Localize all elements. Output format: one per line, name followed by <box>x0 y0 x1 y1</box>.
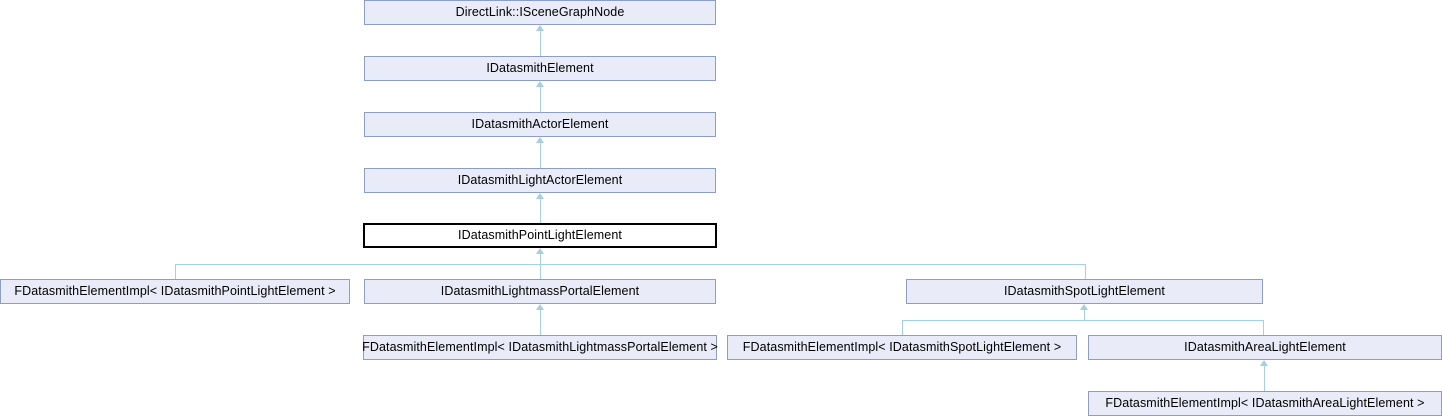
edge-lightactorelement-to-actorelement <box>540 143 541 168</box>
node-label: IDatasmithLightActorElement <box>457 173 623 188</box>
node-label: DirectLink::ISceneGraphNode <box>455 5 625 20</box>
arrowhead-actorelement <box>536 137 544 143</box>
node-label: IDatasmithSpotLightElement <box>1003 284 1166 299</box>
edge-bus-drop-impl-pointlight <box>175 264 176 279</box>
node-label: IDatasmithAreaLightElement <box>1184 340 1346 355</box>
arrowhead-pointlightelement <box>536 248 544 254</box>
node-label: IDatasmithActorElement <box>471 117 609 132</box>
node-idatasmithactorelement[interactable]: IDatasmithActorElement <box>364 112 716 137</box>
edge-pointlight-bus-horizontal <box>175 264 1086 265</box>
node-fdatasmithelementimpl-spotlight[interactable]: FDatasmithElementImpl< IDatasmithSpotLig… <box>727 335 1077 360</box>
node-fdatasmithelementimpl-lightmassportal[interactable]: FDatasmithElementImpl< IDatasmithLightma… <box>362 335 718 360</box>
edge-pointlightelement-to-lightactorelement <box>540 199 541 223</box>
edge-pointlight-bus-stem <box>540 254 541 279</box>
node-idatasmithelement[interactable]: IDatasmithElement <box>364 56 716 81</box>
arrowhead-lightactorelement <box>536 193 544 199</box>
arrowhead-lightmassportalelement <box>536 304 544 310</box>
edge-bus-drop-arealight <box>1263 320 1264 335</box>
node-label: FDatasmithElementImpl< IDatasmithLightma… <box>362 340 718 355</box>
node-fdatasmithelementimpl-pointlight[interactable]: FDatasmithElementImpl< IDatasmithPointLi… <box>0 279 350 304</box>
node-idatasmithspotlightelement[interactable]: IDatasmithSpotLightElement <box>906 279 1263 304</box>
arrowhead-datasmithelement <box>536 81 544 87</box>
arrowhead-spotlightelement <box>1080 304 1088 310</box>
edge-bus-drop-impl-spotlight <box>902 320 903 335</box>
edge-spotlight-bus-horizontal <box>902 320 1264 321</box>
edge-actorelement-to-datasmithelement <box>540 87 541 112</box>
node-label: IDatasmithPointLightElement <box>458 228 622 243</box>
node-label: IDatasmithLightmassPortalElement <box>440 284 640 299</box>
arrowhead-arealightelement <box>1260 360 1268 366</box>
node-idatasmithlightactorelement[interactable]: IDatasmithLightActorElement <box>364 168 716 193</box>
node-label: FDatasmithElementImpl< IDatasmithPointLi… <box>14 284 336 299</box>
edge-datasmithelement-to-scenegraphnode <box>540 31 541 56</box>
edge-bus-drop-spotlight <box>1085 264 1086 279</box>
node-label: IDatasmithElement <box>486 61 594 76</box>
edge-spotlight-bus-stem <box>1084 310 1085 321</box>
node-fdatasmithelementimpl-arealight[interactable]: FDatasmithElementImpl< IDatasmithAreaLig… <box>1088 391 1442 416</box>
edge-impl-arealight-to-arealight <box>1264 366 1265 391</box>
edge-impl-lightmassportal-to-lightmassportal <box>540 310 541 335</box>
node-directlink-iscenegraphnode[interactable]: DirectLink::ISceneGraphNode <box>364 0 716 25</box>
node-label: FDatasmithElementImpl< IDatasmithAreaLig… <box>1105 396 1425 411</box>
node-idatasmithpointlightelement[interactable]: IDatasmithPointLightElement <box>363 223 717 248</box>
node-label: FDatasmithElementImpl< IDatasmithSpotLig… <box>742 340 1062 355</box>
node-idatasmithlightmassportalelement[interactable]: IDatasmithLightmassPortalElement <box>364 279 716 304</box>
arrowhead-scenegraphnode <box>536 25 544 31</box>
node-idatasmitharealightelement[interactable]: IDatasmithAreaLightElement <box>1088 335 1442 360</box>
